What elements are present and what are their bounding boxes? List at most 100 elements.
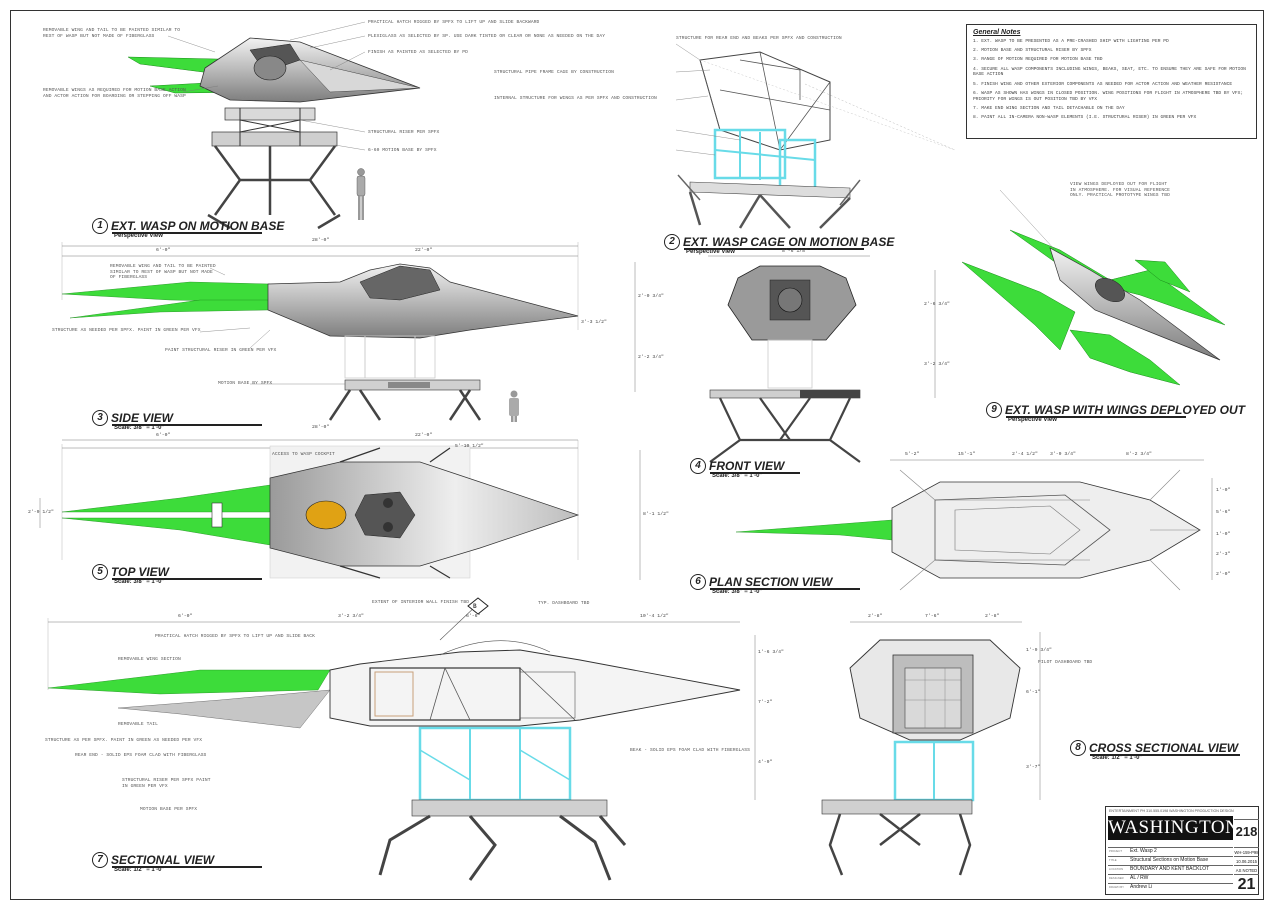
title-underline xyxy=(112,866,262,868)
row-label: DESIGNER xyxy=(1109,875,1124,880)
view3-wing-green xyxy=(61,281,271,303)
general-notes-heading: General Notes xyxy=(973,29,1021,36)
general-note: 4. SECURE ALL WASP COMPONENTS INCLUDING … xyxy=(973,66,1246,78)
view-number: 8 xyxy=(1070,740,1086,756)
general-note: 7. MAKE END WING SECTION AND TAIL DETACH… xyxy=(973,105,1125,111)
callout-note: ACCESS TO WASP COCKPIT xyxy=(272,452,335,457)
dimension-label: 22'-0" xyxy=(415,433,433,438)
dimension-label: 3'-2 3/4" xyxy=(924,362,950,367)
dimension-label: 5'-2" xyxy=(905,452,920,457)
row-label: TITLE xyxy=(1109,857,1117,862)
callout-note: STRUCTURE AS NEEDED PER SPFX. PAINT IN G… xyxy=(52,328,201,333)
view-number: 6 xyxy=(690,574,706,590)
title-underline xyxy=(1090,754,1240,756)
row-value: Andrew Li xyxy=(1130,884,1153,890)
row-label: PROJECT xyxy=(1109,848,1123,853)
drawing-date: 10.06.2015 xyxy=(1234,856,1259,865)
callout-note: BEAK - SOLID EPS FOAM CLAD WITH FIBERGLA… xyxy=(630,748,750,753)
row-value: Ext. Wasp 2 xyxy=(1130,848,1157,854)
dimension-label: 1'-6 3/4" xyxy=(758,650,784,655)
view3-drawing xyxy=(61,242,636,422)
title-block-row: PROJECT Ext. Wasp 2 xyxy=(1108,847,1233,856)
view-title-text: EXT. WASP WITH WINGS DEPLOYED OUT xyxy=(1005,403,1246,417)
callout-note: 6-60 MOTION BASE BY SPFX xyxy=(368,148,437,153)
row-value: Structural Sections on Motion Base xyxy=(1130,857,1209,863)
company-logo: WASHINGTON xyxy=(1108,816,1240,840)
dimension-label: 3'-2 3/4" xyxy=(338,614,364,619)
dimension-label: 6'-0" xyxy=(156,433,171,438)
view5-access-marker xyxy=(211,502,223,528)
dimension-label: 7'-2" xyxy=(758,700,773,705)
view6-drawing xyxy=(735,459,1213,591)
view9-top-fin-green xyxy=(1134,259,1191,293)
dimension-label: 7'-6" xyxy=(925,614,940,619)
view7-drawing xyxy=(47,597,756,881)
dimension-label: 28'-0" xyxy=(312,425,330,430)
dimension-label: 22'-0" xyxy=(415,248,433,253)
row-value: AL / RW xyxy=(1130,875,1149,881)
view-number: 3 xyxy=(92,410,108,426)
title-block: ENTERTAINMENT PH 310.555.0198 WASHINGTON… xyxy=(1105,806,1259,895)
view1-drawing xyxy=(127,21,421,230)
dimension-label: 2'-2 3/4" xyxy=(638,355,664,360)
callout-note: VIEW WINGS DEPLOYED OUT FOR FLIGHT IN AT… xyxy=(1070,182,1170,198)
drawing-scale: AS NOTED xyxy=(1234,865,1259,874)
title-block-row: DESIGNER AL / RW xyxy=(1108,874,1233,883)
dimension-label: 6'-6" xyxy=(466,614,481,619)
title-underline xyxy=(112,232,262,234)
dimension-label: 8'-1 1/2" xyxy=(643,512,669,517)
general-note: 2. MOTION BASE AND STRUCTURAL RISER BY S… xyxy=(973,48,1092,54)
view-number: 9 xyxy=(986,402,1002,418)
callout-note: STRUCTURE AS PER SPFX. PAINT IN GREEN AS… xyxy=(45,738,203,743)
view9-hull xyxy=(1049,247,1221,361)
callout-note: STRUCTURAL PIPE FRAME CAGE BY CONSTRUCTI… xyxy=(494,70,614,75)
callout-note: PLEXIGLASS AS SELECTED BY SP. USE DARK T… xyxy=(368,34,606,39)
dimension-label: 6'-0" xyxy=(178,614,193,619)
view8-drawing xyxy=(821,621,1041,876)
view-title-text: EXT. WASP ON MOTION BASE xyxy=(111,219,285,233)
callout-note: PRACTICAL HATCH RIGGED BY SPFX TO LIFT U… xyxy=(368,20,540,25)
title-block-topline: ENTERTAINMENT PH 310.555.0198 WASHINGTON… xyxy=(1109,809,1234,813)
view9-left-wing-green xyxy=(961,261,1076,351)
title-underline xyxy=(1006,416,1186,418)
view3-hull xyxy=(267,263,579,339)
dimension-label: 28'-0" xyxy=(312,238,330,243)
callout-note: REMOVABLE WINGS AS REQUIRED FOR MOTION B… xyxy=(43,88,186,99)
dimension-label: 2'-3" xyxy=(1216,552,1231,557)
view-number: 1 xyxy=(92,218,108,234)
dimension-label: 2'-4 1/2" xyxy=(1012,452,1038,457)
title-block-row: TITLE Structural Sections on Motion Base xyxy=(1108,856,1233,865)
drawing-code: 218 xyxy=(1234,819,1259,843)
view5-wing-green xyxy=(61,484,271,513)
view5-tail-green xyxy=(61,517,271,546)
callout-note: EXTENT OF INTERIOR WALL FINISH TBD xyxy=(372,600,470,605)
dimension-label: 2'-0" xyxy=(1216,572,1231,577)
callout-note: TYP. DASHBOARD TBD xyxy=(538,601,590,606)
title-underline xyxy=(684,248,864,250)
view-number: 2 xyxy=(664,234,680,250)
callout-note: FINISH AS PAINTED AS SELECTED BY PD xyxy=(368,50,468,55)
callout-note: INTERNAL STRUCTURE FOR WINGS AS PER SPFX… xyxy=(494,96,657,101)
view4-drawing xyxy=(708,255,936,463)
dimension-label: 3'-9 3/4" xyxy=(1050,452,1076,457)
dimension-label: 4'-9" xyxy=(758,760,773,765)
view9-lower-wing-green xyxy=(1069,329,1181,386)
dimension-label: 8'-6 1/8" xyxy=(782,249,808,254)
set-number: WH-159-P98 xyxy=(1234,847,1259,856)
view-number: 7 xyxy=(92,852,108,868)
dimension-label: 15'-1" xyxy=(958,452,976,457)
row-label: LOCATION xyxy=(1109,866,1124,871)
dimension-label: 2'-0 3/4" xyxy=(638,294,664,299)
view-scale: Perspective View xyxy=(1008,417,1057,423)
row-label: DRAWN BY xyxy=(1109,884,1124,889)
callout-note: STRUCTURAL RISER PER SPFX xyxy=(368,130,440,135)
view-title-text: PLAN SECTION VIEW xyxy=(709,575,833,589)
